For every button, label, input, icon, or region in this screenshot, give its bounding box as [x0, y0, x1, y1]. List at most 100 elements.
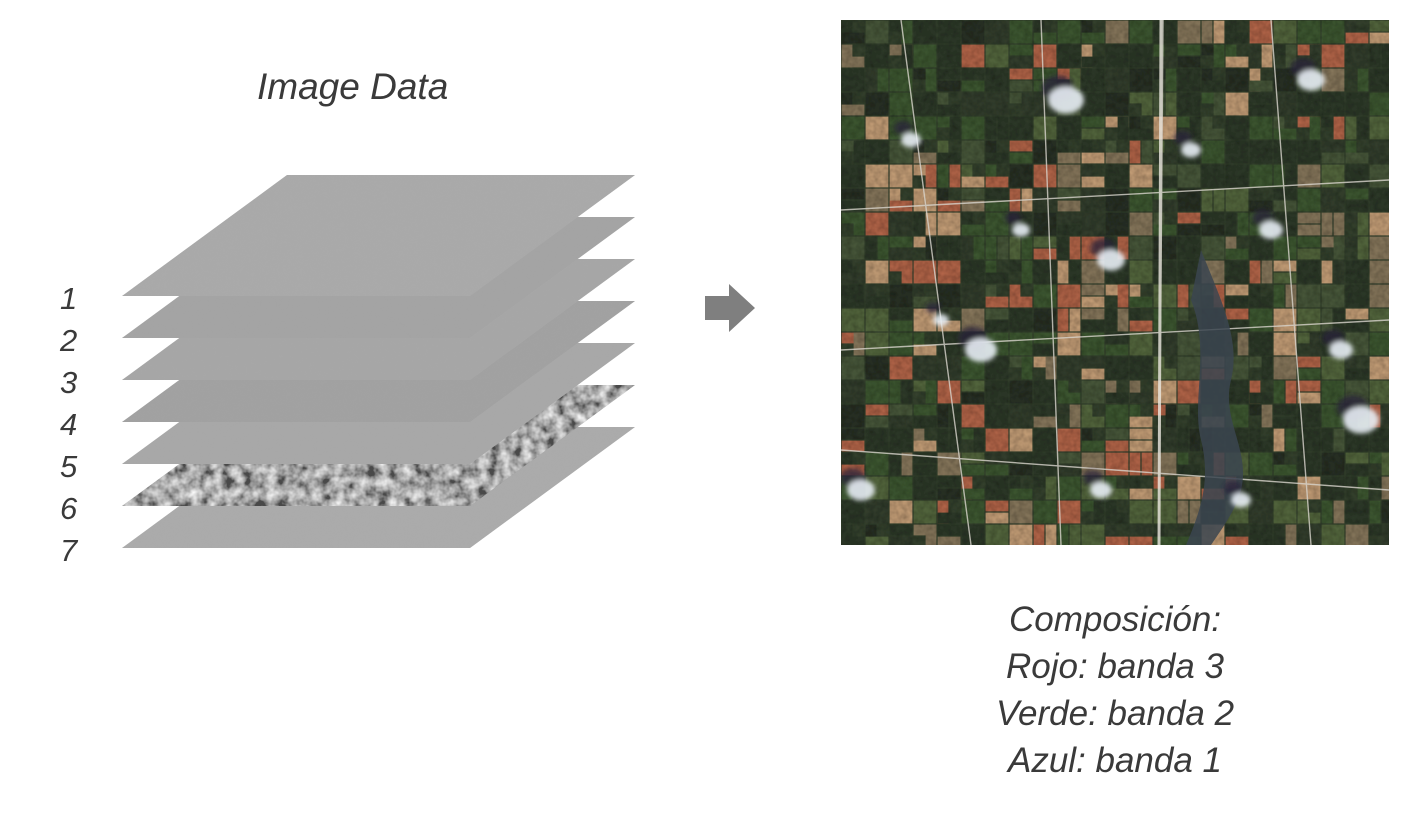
field-parcel	[1153, 404, 1177, 416]
field-parcel	[913, 308, 937, 332]
field-parcel	[1057, 284, 1081, 308]
band-layer-stack	[122, 175, 635, 548]
field-parcel	[985, 152, 1009, 164]
field-parcel	[1081, 308, 1105, 320]
field-parcel	[1381, 44, 1389, 68]
field-parcel	[1369, 116, 1389, 140]
field-parcel	[889, 212, 913, 236]
field-parcel	[1009, 332, 1033, 356]
field-parcel	[1249, 20, 1273, 44]
field-parcel	[1009, 236, 1021, 260]
field-parcel	[1345, 20, 1357, 44]
field-parcel	[1009, 260, 1033, 272]
field-parcel	[1105, 440, 1129, 452]
field-parcel	[985, 308, 1009, 320]
field-parcel	[889, 380, 901, 404]
field-parcel	[841, 536, 865, 545]
field-parcel	[913, 476, 937, 500]
field-parcel	[1177, 236, 1201, 260]
field-parcel	[889, 500, 913, 524]
field-parcel	[841, 104, 865, 116]
field-parcel	[1297, 308, 1321, 332]
field-parcel	[937, 104, 961, 116]
field-parcel	[1225, 296, 1249, 308]
field-parcel	[1177, 212, 1201, 224]
field-parcel	[1321, 44, 1345, 68]
field-parcel	[1249, 116, 1273, 140]
field-parcel	[1009, 56, 1033, 68]
field-parcel	[1177, 452, 1189, 476]
field-parcel	[1225, 260, 1249, 284]
cloud-shadow	[894, 121, 912, 135]
field-parcel	[841, 404, 865, 428]
field-parcel	[1297, 524, 1321, 545]
field-parcel	[937, 116, 961, 128]
field-parcel	[1081, 152, 1105, 164]
field-parcel	[1345, 236, 1369, 248]
field-parcel	[841, 68, 865, 92]
field-parcel	[1297, 188, 1321, 212]
field-parcel	[913, 20, 937, 44]
cloud	[1097, 249, 1125, 271]
field-parcel	[1297, 284, 1321, 308]
road	[841, 319, 1389, 351]
field-parcel	[1129, 44, 1153, 68]
field-parcel	[1009, 80, 1033, 92]
field-parcel	[877, 236, 889, 260]
field-parcel	[985, 68, 1009, 92]
road	[841, 179, 1389, 211]
field-parcel	[1285, 380, 1297, 404]
field-parcel	[1081, 92, 1105, 116]
field-parcel	[877, 68, 889, 92]
field-parcel	[1225, 20, 1237, 44]
road	[900, 20, 972, 545]
field-parcel	[1273, 476, 1297, 500]
field-parcel	[925, 212, 937, 236]
field-parcel	[937, 380, 961, 404]
field-parcel	[1369, 212, 1389, 236]
cloud	[901, 132, 921, 148]
field-parcel	[913, 524, 937, 536]
field-parcel	[1033, 428, 1057, 452]
field-parcel	[889, 164, 913, 188]
field-parcel	[985, 272, 1009, 284]
field-parcel	[1153, 200, 1177, 212]
field-parcel	[1381, 452, 1389, 476]
field-parcel	[865, 92, 889, 116]
field-parcel	[1189, 428, 1201, 452]
field-parcel	[1297, 164, 1321, 188]
composition-red-band: Rojo: banda 3	[1006, 647, 1224, 686]
field-parcel	[1009, 452, 1033, 464]
field-parcel	[1105, 188, 1129, 212]
field-parcel	[889, 68, 913, 92]
field-parcel	[1153, 332, 1177, 344]
field-parcel	[1225, 536, 1249, 545]
field-parcel	[901, 452, 913, 476]
field-parcel	[1057, 200, 1081, 212]
field-parcel	[1177, 68, 1201, 92]
field-parcel	[1225, 332, 1249, 344]
field-parcel	[1033, 416, 1057, 428]
field-parcel	[1009, 356, 1033, 368]
field-parcel	[913, 152, 937, 164]
field-parcel	[1129, 488, 1153, 500]
field-parcel	[1369, 236, 1389, 260]
field-parcel	[1273, 188, 1297, 200]
field-parcel	[1345, 428, 1369, 452]
field-parcel	[1225, 32, 1249, 44]
band-label-4: 4	[60, 407, 78, 442]
field-parcel	[1033, 356, 1057, 368]
field-parcel	[937, 404, 949, 428]
field-parcel	[1105, 308, 1117, 332]
field-parcel	[1321, 188, 1333, 212]
field-parcel	[889, 416, 913, 428]
field-parcel	[961, 428, 985, 440]
field-parcel	[985, 164, 997, 188]
field-parcel	[937, 236, 949, 260]
field-parcel	[1009, 164, 1033, 188]
field-parcel	[1129, 116, 1141, 140]
field-parcel	[1225, 236, 1237, 260]
field-parcel	[865, 236, 877, 260]
field-parcel	[1297, 356, 1321, 368]
field-parcel	[1273, 356, 1297, 380]
